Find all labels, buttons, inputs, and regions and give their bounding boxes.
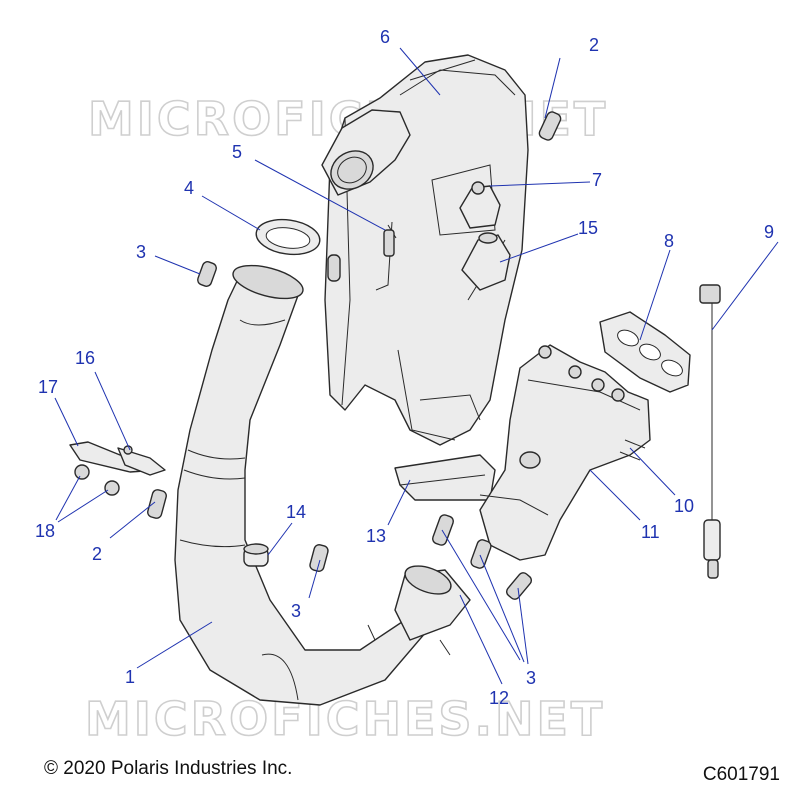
diagram-code: C601791 bbox=[702, 764, 780, 785]
callout-3-bottom: 3 bbox=[526, 668, 536, 688]
callout-6: 6 bbox=[380, 27, 390, 47]
callout-5: 5 bbox=[232, 142, 242, 162]
callout-7: 7 bbox=[592, 170, 602, 190]
mount-bracket bbox=[69, 441, 166, 476]
flange-nuts bbox=[74, 464, 120, 496]
callout-3-center: 3 bbox=[291, 601, 301, 621]
callout-15: 15 bbox=[578, 218, 598, 238]
callout-8: 8 bbox=[664, 231, 674, 251]
callout-4: 4 bbox=[184, 178, 194, 198]
callout-17: 17 bbox=[38, 377, 58, 397]
muffler-mount-bolt bbox=[459, 181, 501, 229]
sensor-plug bbox=[243, 543, 269, 567]
callout-14: 14 bbox=[286, 502, 306, 522]
callout-1: 1 bbox=[125, 667, 135, 687]
callout-3-left: 3 bbox=[136, 242, 146, 262]
manifold-studs bbox=[619, 439, 646, 461]
heat-shield-bracket bbox=[461, 232, 511, 291]
callout-labels: 1 2 2 3 3 3 4 5 6 7 8 9 10 11 12 13 14 1… bbox=[35, 27, 774, 708]
exhaust-pipe bbox=[174, 264, 433, 706]
callout-2-top: 2 bbox=[589, 35, 599, 55]
heat-shield bbox=[394, 454, 496, 501]
exhaust-manifold bbox=[479, 344, 651, 561]
callout-2-left: 2 bbox=[92, 544, 102, 564]
callout-12: 12 bbox=[489, 688, 509, 708]
springs bbox=[147, 111, 562, 600]
leader-lines bbox=[54, 47, 779, 685]
exhaust-gasket bbox=[255, 218, 321, 256]
copyright-text: © 2020 Polaris Industries Inc. bbox=[44, 758, 293, 779]
callout-11: 11 bbox=[641, 522, 660, 542]
muffler bbox=[321, 54, 529, 446]
oxygen-sensor bbox=[699, 284, 721, 579]
callout-13: 13 bbox=[366, 526, 386, 546]
pipe-coupler bbox=[367, 565, 471, 656]
watermark-bottom: MICROFICHES.NET bbox=[85, 692, 605, 746]
callout-10: 10 bbox=[674, 496, 694, 516]
manifold-gasket bbox=[599, 311, 691, 393]
callout-18: 18 bbox=[35, 521, 55, 541]
callout-9: 9 bbox=[764, 222, 774, 242]
spring-clip bbox=[375, 221, 397, 291]
callout-16: 16 bbox=[75, 348, 95, 368]
